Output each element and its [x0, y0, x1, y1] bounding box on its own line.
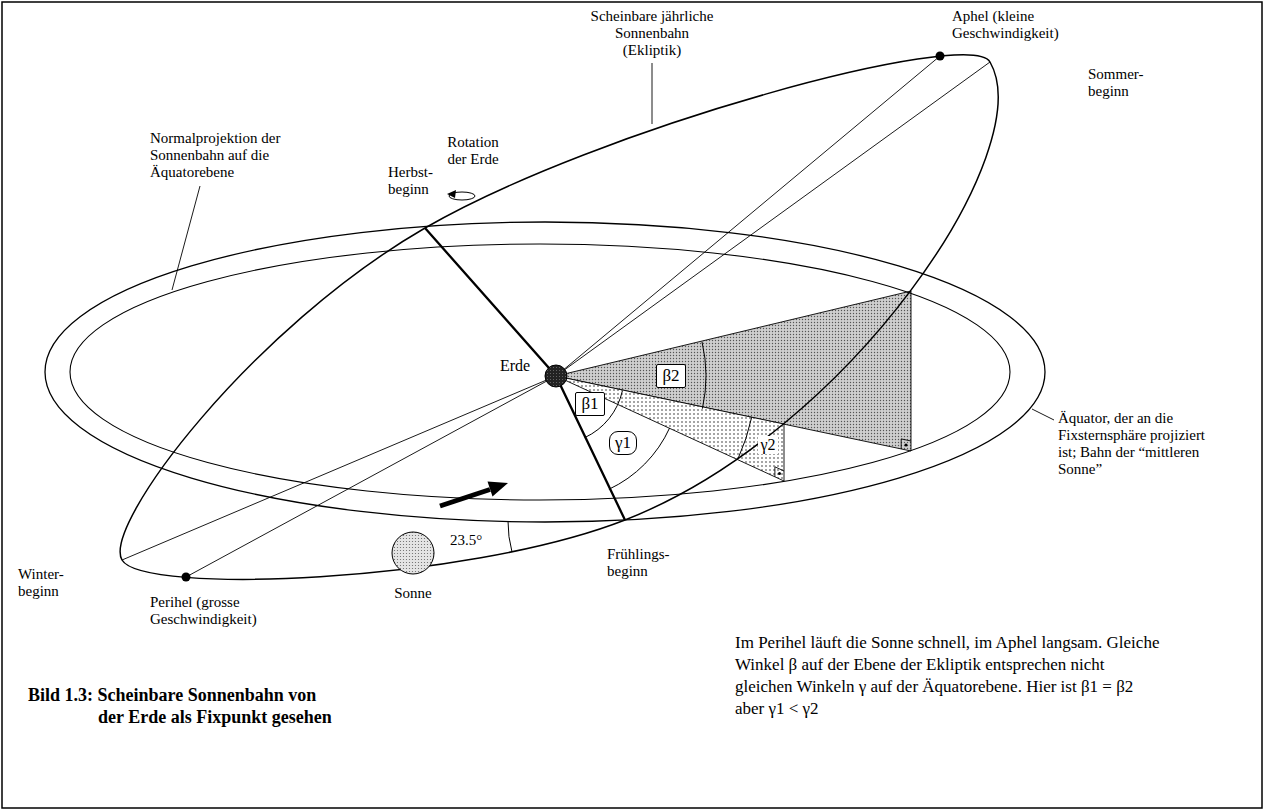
- sun-disc: [392, 532, 434, 574]
- leader-line: [652, 63, 653, 124]
- aphelion-dot: [936, 52, 945, 61]
- angle-box: γ1: [609, 431, 637, 455]
- figure-caption: Bild 1.3: Scheinbare Sonnenbahn von der …: [28, 684, 340, 728]
- projection-label: Normalprojektion der Sonnenbahn auf die …: [150, 130, 285, 181]
- solstice-line: [122, 62, 990, 560]
- leader-line: [172, 186, 200, 290]
- gamma1-arc: [609, 428, 670, 489]
- right-angle-mark: [901, 439, 911, 449]
- season-label: Frühlings- beginn: [607, 546, 670, 580]
- perihelion-label: Perihel (grosse Geschwindigkeit): [150, 594, 265, 628]
- leader-line: [1032, 409, 1054, 420]
- season-label: Sommer- beginn: [1088, 66, 1144, 100]
- perihelion-dot: [182, 573, 191, 582]
- beta2-arc: [702, 342, 706, 409]
- obliquity-arc: [508, 521, 512, 552]
- earth-dot: [545, 365, 567, 387]
- angle-symbol: β2: [662, 366, 679, 386]
- right-angle-mark: [775, 467, 784, 477]
- season-label: Herbst- beginn: [388, 164, 433, 198]
- ecliptic-orbit: [120, 55, 998, 579]
- explanation-note: Im Perihel läuft die Sonne schnell, im A…: [735, 632, 1165, 720]
- right-angle-dot: [778, 472, 781, 475]
- equinox-line: [425, 228, 625, 520]
- apsides-line: [186, 56, 940, 577]
- sun-label: Sonne: [394, 585, 432, 602]
- beta1-triangle: [556, 376, 784, 481]
- gamma2-arc: [738, 417, 752, 459]
- angle-box: β2: [656, 364, 685, 388]
- aphelion-label: Aphel (kleine Geschwindigkeit): [952, 8, 1067, 42]
- earth-label: Erde: [500, 357, 530, 375]
- equator-label: Äquator, der an die Fixsternsphäre proji…: [1058, 410, 1218, 478]
- motion-arrow: [440, 490, 490, 507]
- motion-arrowhead: [488, 481, 509, 496]
- rotation-label: Rotation der Erde: [440, 134, 506, 168]
- equator-ellipse: [45, 222, 1045, 522]
- angle-symbol: β1: [581, 394, 598, 414]
- season-label: Winter- beginn: [18, 566, 64, 600]
- ecliptic-label: Scheinbare jährliche Sonnenbahn (Eklipti…: [588, 8, 716, 59]
- right-angle-dot: [905, 444, 908, 447]
- angle-box: β1: [575, 392, 604, 416]
- angle-symbol: γ1: [615, 433, 631, 453]
- projection-ellipse: [70, 244, 1010, 500]
- rotation-arrowhead: [447, 190, 456, 198]
- angle-value: 23.5°: [448, 532, 484, 549]
- angle-label: γ2: [758, 436, 777, 454]
